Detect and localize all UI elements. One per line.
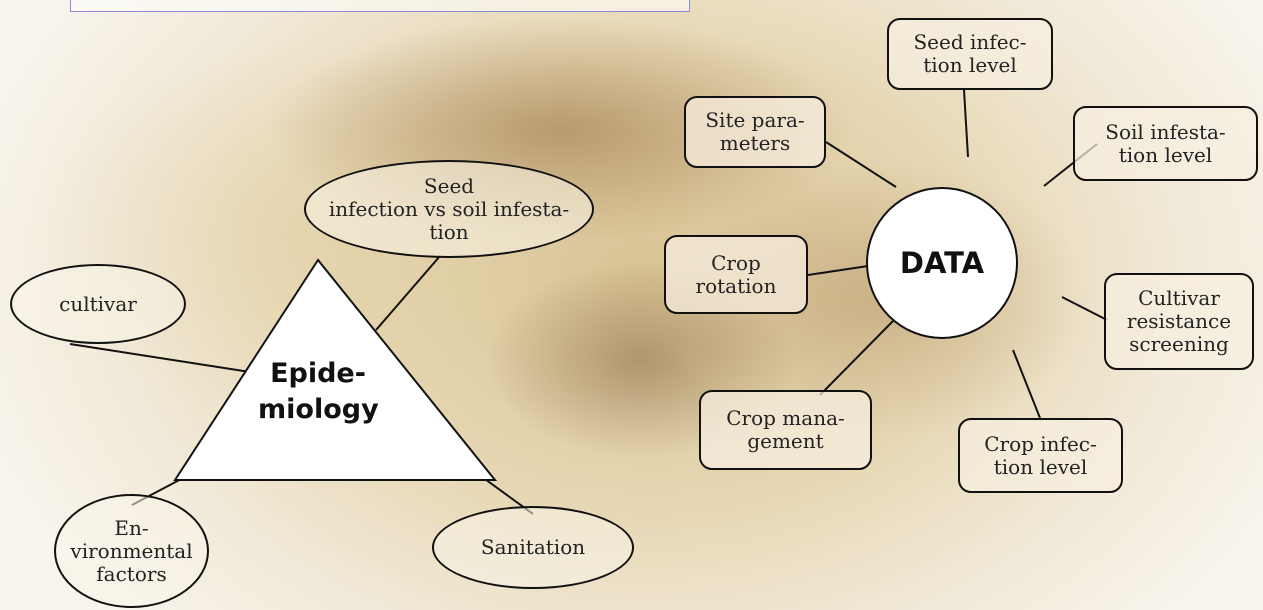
node-crop-infection-level: Crop infec- tion level xyxy=(958,418,1123,493)
node-sanitation: Sanitation xyxy=(432,506,634,589)
node-crop-management: Crop mana- gement xyxy=(699,390,872,470)
node-crop-rotation: Crop rotation xyxy=(664,235,808,314)
node-environmental-factors: En- vironmental factors xyxy=(54,494,209,608)
node-cultivar: cultivar xyxy=(10,264,186,344)
node-cultivar-resistance-screening: Cultivar resistance screening xyxy=(1104,273,1254,370)
node-soil-infestation-level: Soil infesta- tion level xyxy=(1073,106,1258,181)
node-seed-infection-level: Seed infec- tion level xyxy=(887,18,1053,90)
data-hub-circle: DATA xyxy=(866,187,1018,339)
epidemiology-label: Epide- miology xyxy=(258,356,378,428)
node-seed-vs-soil: Seed infection vs soil infesta- tion xyxy=(304,160,594,258)
node-site-parameters: Site para- meters xyxy=(684,96,826,168)
